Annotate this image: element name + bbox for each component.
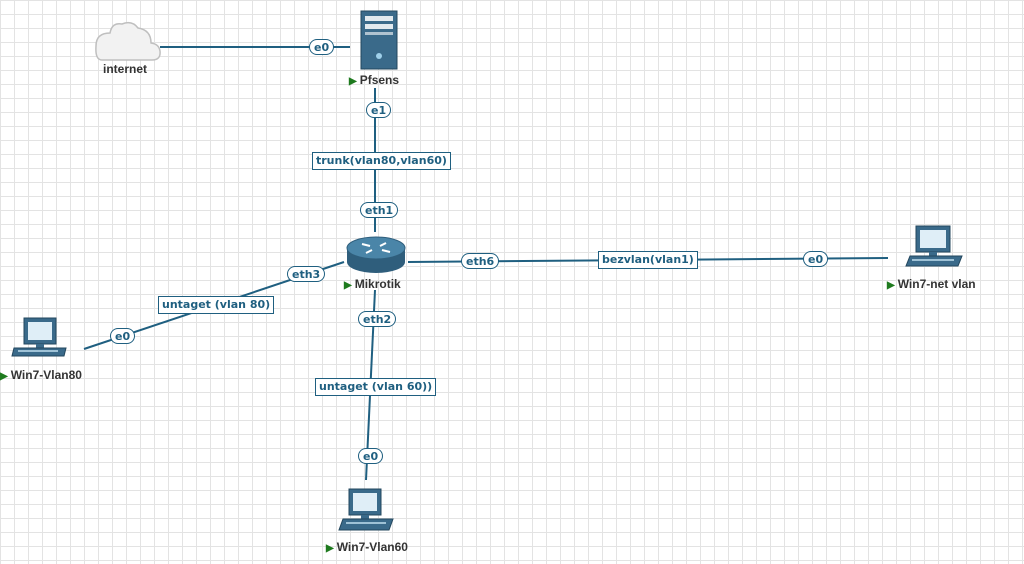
iface-win7-net-vlan-e0[interactable]: e0 — [803, 251, 829, 267]
win7-vlan60-label: ▶Win7-Vlan60 — [326, 540, 408, 554]
iface-win7-vlan60-e0[interactable]: e0 — [358, 448, 384, 464]
link-label-vlan60: untaget (vlan 60)) — [315, 378, 437, 396]
iface-pfsens-e0[interactable]: e0 — [309, 39, 335, 55]
run-indicator-icon: ▶ — [887, 280, 895, 291]
mikrotik-router-icon[interactable] — [346, 236, 406, 273]
internet-cloud-icon[interactable] — [95, 21, 161, 61]
win7-vlan80-label-text: Win7-Vlan80 — [10, 368, 82, 382]
link-label-trunk: trunk(vlan80,vlan60) — [312, 152, 451, 170]
internet-label-text: internet — [103, 62, 148, 76]
run-indicator-icon: ▶ — [0, 371, 8, 382]
win7-vlan80-workstation-icon[interactable] — [11, 317, 67, 357]
win7-net-vlan-workstation-icon[interactable] — [905, 225, 963, 267]
pfsens-server-icon[interactable] — [360, 10, 398, 70]
internet-label: internet — [103, 62, 147, 76]
mikrotik-label-text: Mikrotik — [354, 277, 401, 291]
iface-win7-vlan80-e0[interactable]: e0 — [110, 328, 136, 344]
iface-mikrotik-eth6[interactable]: eth6 — [461, 253, 500, 269]
win7-vlan60-workstation-icon[interactable] — [338, 488, 394, 531]
run-indicator-icon: ▶ — [344, 280, 352, 291]
iface-mikrotik-eth3[interactable]: eth3 — [287, 266, 326, 282]
iface-mikrotik-eth1[interactable]: eth1 — [360, 202, 399, 218]
iface-mikrotik-eth2[interactable]: eth2 — [358, 311, 397, 327]
run-indicator-icon: ▶ — [326, 543, 334, 554]
win7-vlan80-label: ▶Win7-Vlan80 — [0, 368, 82, 382]
pfsens-label: ▶Pfsens — [349, 73, 399, 87]
win7-net-vlan-label-text: Win7-net vlan — [897, 277, 976, 291]
iface-pfsens-e1[interactable]: e1 — [366, 102, 392, 118]
pfsens-label-text: Pfsens — [359, 73, 400, 87]
link-label-vlan80: untaget (vlan 80) — [158, 296, 275, 314]
win7-vlan60-label-text: Win7-Vlan60 — [336, 540, 408, 554]
win7-net-vlan-label: ▶Win7-net vlan — [887, 277, 976, 291]
run-indicator-icon: ▶ — [349, 76, 357, 87]
mikrotik-label: ▶Mikrotik — [344, 277, 401, 291]
link-label-netvlan: bezvlan(vlan1) — [598, 251, 698, 269]
